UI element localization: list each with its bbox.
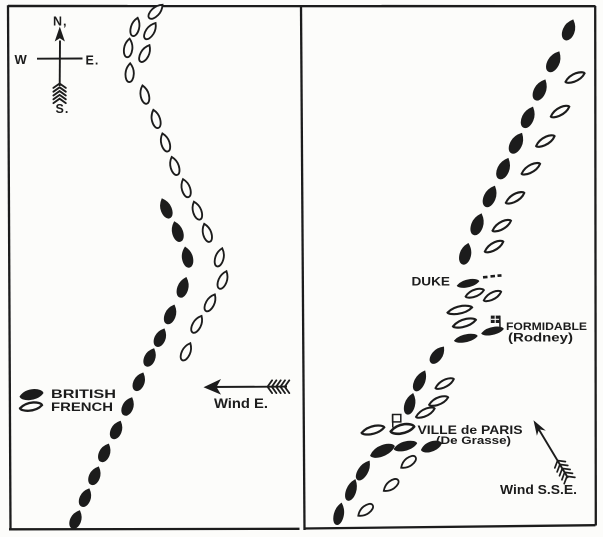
svg-text:BRITISH: BRITISH: [51, 389, 116, 401]
svg-text:W: W: [15, 52, 28, 67]
svg-text:VILLE de PARIS: VILLE de PARIS: [418, 425, 523, 437]
svg-text:FORMIDABLE: FORMIDABLE: [506, 321, 587, 333]
svg-text:FRENCH: FRENCH: [51, 402, 113, 414]
svg-text:Wind E.: Wind E.: [214, 395, 268, 411]
svg-text:(Rodney): (Rodney): [508, 333, 573, 345]
svg-text:N,: N,: [53, 15, 68, 29]
svg-text:E.: E.: [86, 54, 100, 68]
svg-text:(De Grasse): (De Grasse): [436, 435, 511, 447]
svg-text:S.: S.: [56, 102, 70, 116]
svg-text:DUKE: DUKE: [412, 277, 451, 289]
svg-text:Wind S.S.E.: Wind S.S.E.: [500, 483, 577, 497]
